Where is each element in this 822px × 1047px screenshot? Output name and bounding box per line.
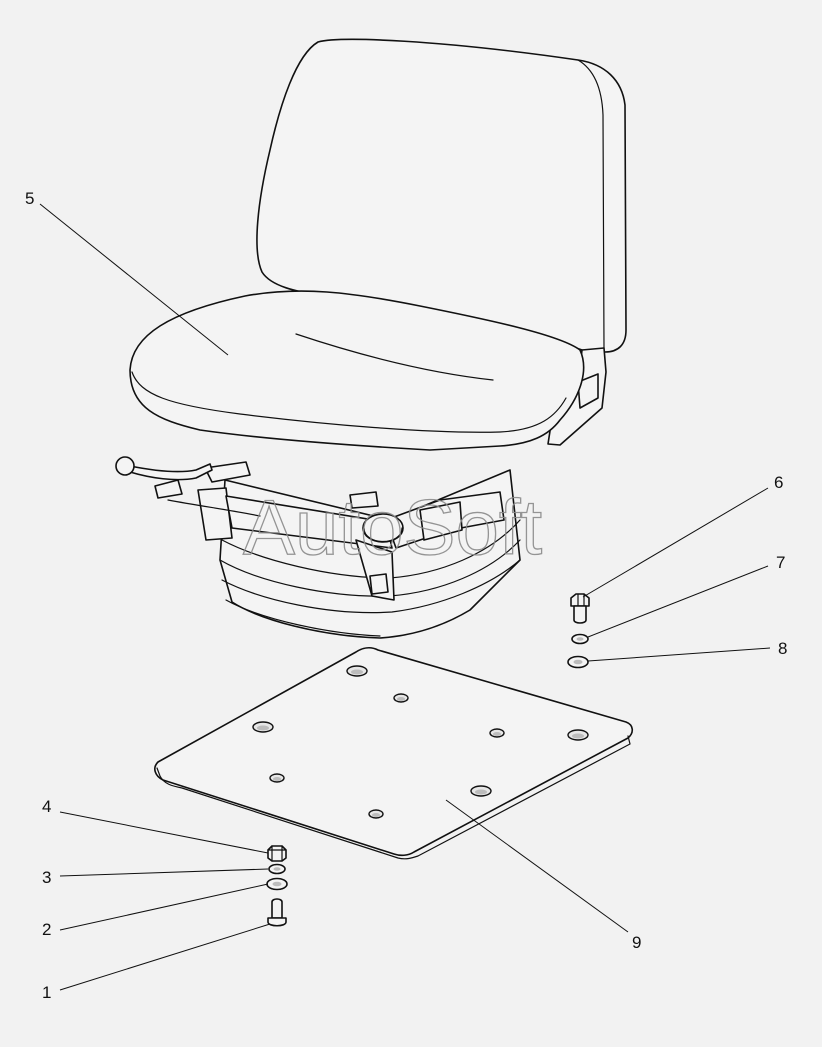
nut-4	[267, 845, 287, 862]
callout-2: 2	[42, 920, 51, 939]
callout-4: 4	[42, 797, 51, 816]
callout-9: 9	[632, 933, 641, 952]
seat-assembly	[115, 38, 627, 639]
leader-9	[445, 799, 629, 933]
lock-washer-3	[268, 863, 286, 875]
bolt-1	[267, 898, 287, 927]
callout-6: 6	[774, 473, 783, 492]
callout-7: 7	[776, 553, 785, 572]
flat-washer-8	[567, 655, 589, 669]
leader-4	[59, 811, 269, 854]
lever-knob	[115, 456, 135, 476]
leader-6	[582, 487, 769, 598]
callout-labels: 5 6 7 8 9 4 3 2 1	[25, 189, 787, 1002]
flat-washer-2	[266, 877, 288, 891]
adjuster-lever	[129, 463, 213, 481]
seat-cushion	[129, 290, 585, 451]
callout-3: 3	[42, 868, 51, 887]
plate-mounting-holes	[252, 665, 589, 819]
leader-5	[39, 203, 229, 356]
callout-1: 1	[42, 983, 51, 1002]
leader-lines	[39, 203, 771, 991]
leader-3	[59, 868, 269, 877]
leader-7	[587, 565, 769, 638]
mounting-plate	[154, 647, 634, 860]
leader-2	[59, 883, 269, 931]
watermark-text: AutoSoft	[243, 483, 543, 571]
callout-8: 8	[778, 639, 787, 658]
lock-washer-7	[571, 633, 589, 645]
leader-8	[587, 647, 771, 662]
bolt-6	[570, 593, 590, 624]
mounting-plate-body	[154, 647, 634, 857]
callout-5: 5	[25, 189, 34, 208]
leader-1	[59, 923, 271, 991]
